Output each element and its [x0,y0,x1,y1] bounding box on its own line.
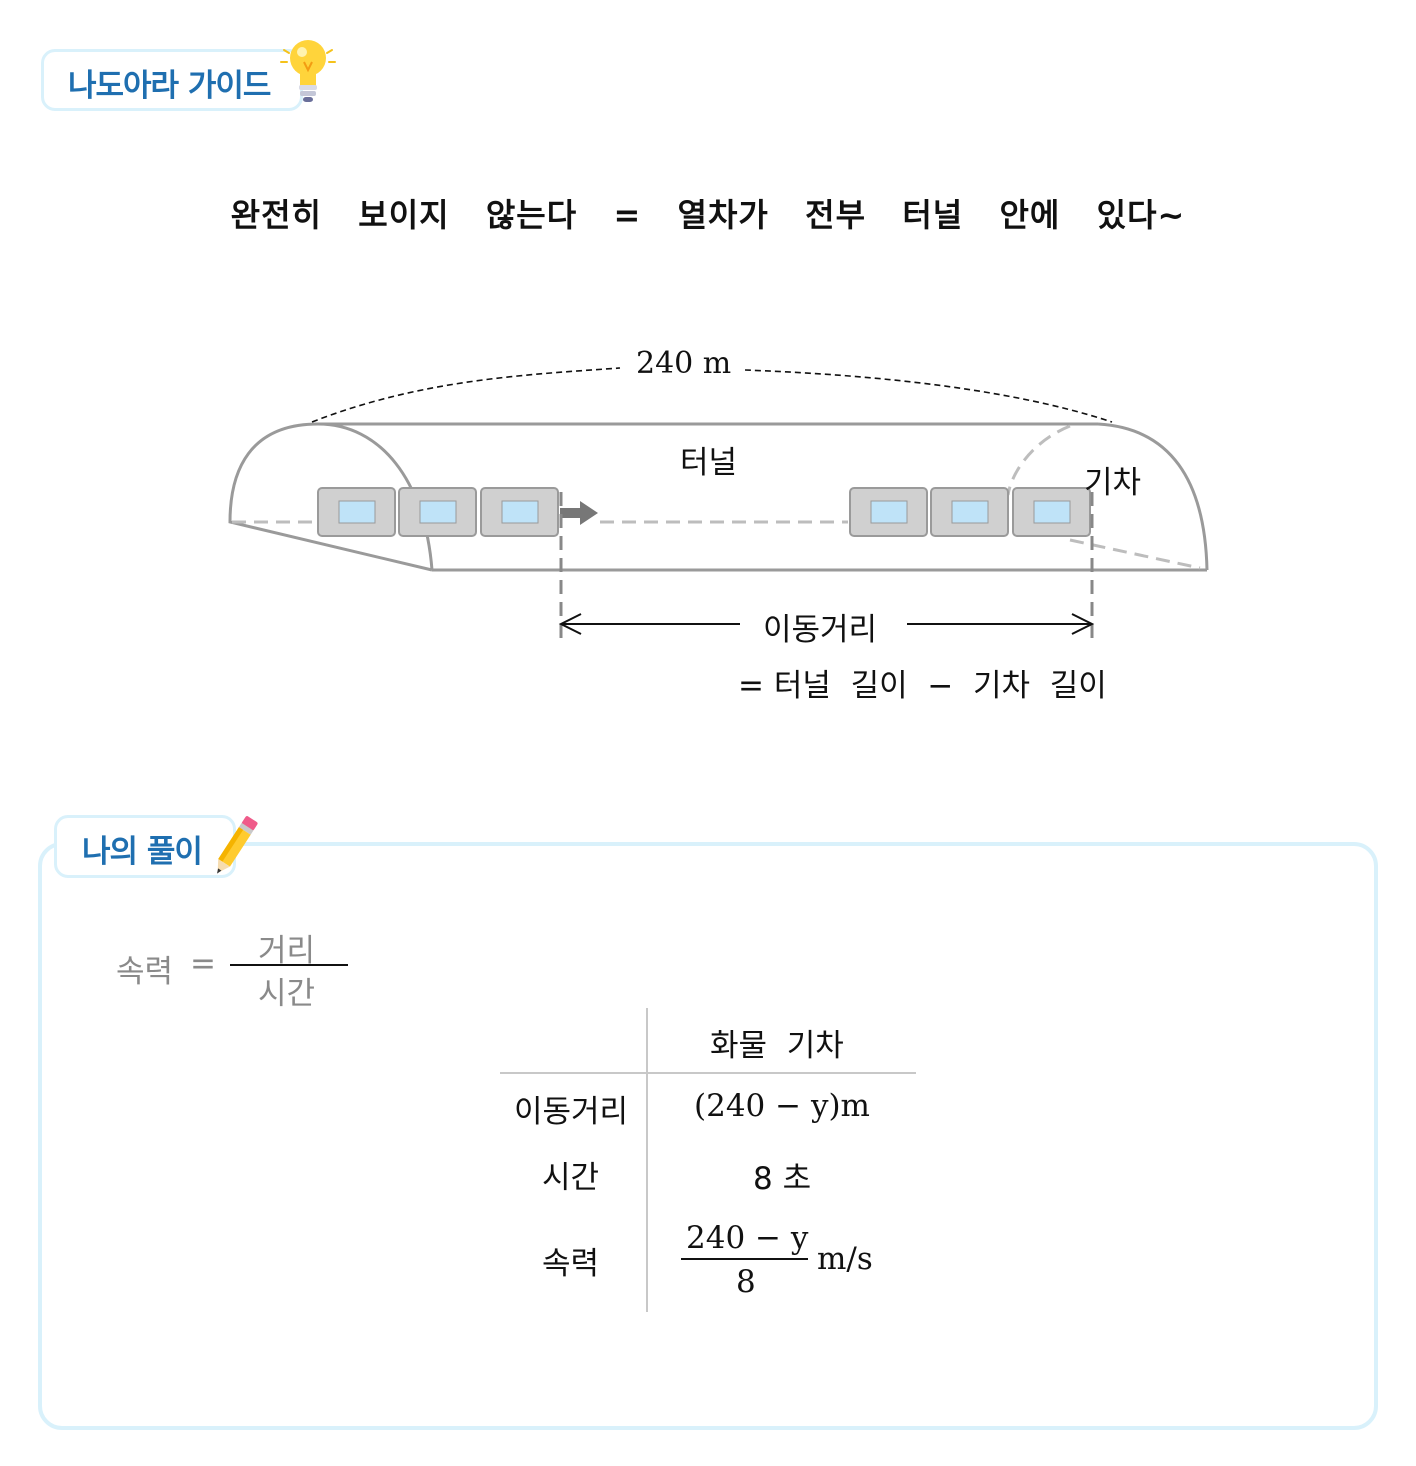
speed-formula-lhs: 속력 [116,954,174,990]
length-span-line [311,367,621,423]
train-label: 기차 [1084,465,1142,501]
solution-box [38,842,1378,1430]
train-left [317,487,559,537]
tunnel-label: 터널 [680,445,738,481]
row-value-speed-fraction-bar [681,1258,808,1260]
guide-badge [41,49,303,111]
speed-formula-fraction-bar [230,964,348,966]
tunnel-diagram [228,367,1209,646]
speed-formula-denominator: 시간 [258,976,316,1012]
row-value-time: 8 초 [753,1161,812,1197]
headline: 완전히 보이지 않는다 = 열차가 전부 터널 안에 있다~ [230,196,1186,234]
distance-formula: = 터널 길이 − 기차 길이 [738,668,1107,704]
row-value-distance: (240 − y)m [694,1088,870,1124]
row-value-speed-unit: m/s [817,1241,873,1277]
solution-title: 나의 풀이 [82,834,203,870]
row-value-speed-numerator: 240 − y [686,1220,809,1256]
table-vertical-divider [646,1008,648,1312]
direction-arrow [560,501,598,525]
table-horizontal-divider [500,1072,916,1074]
pencil-icon [217,816,258,874]
guide-title: 나도아라 가이드 [68,68,271,104]
table-column-header: 화물 기차 [710,1028,844,1064]
row-label-speed: 속력 [542,1246,600,1282]
row-value-speed-denominator: 8 [736,1264,756,1300]
row-label-distance: 이동거리 [514,1094,629,1130]
distance-arrow [558,613,1095,635]
distance-label: 이동거리 [763,612,878,648]
speed-formula-eq: = [190,946,216,982]
tunnel-length-label: 240 m [636,346,732,381]
lightbulb-icon [280,40,336,102]
speed-formula-numerator: 거리 [258,933,316,969]
train-right [849,487,1091,537]
row-label-time: 시간 [542,1160,600,1196]
